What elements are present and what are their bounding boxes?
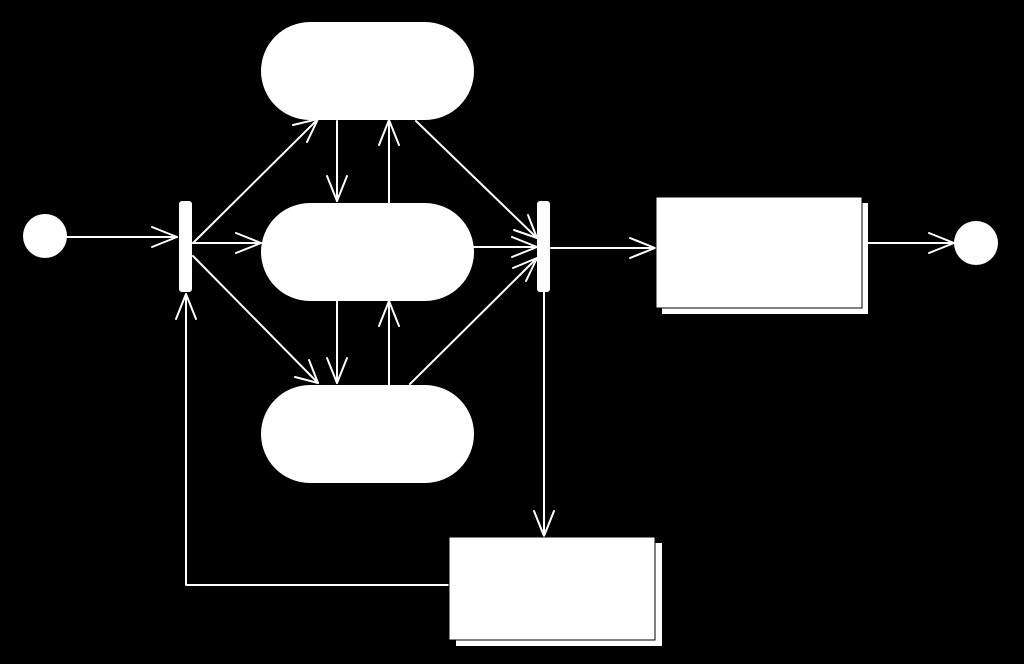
activity-node-bottom bbox=[261, 385, 474, 483]
object-box-right bbox=[655, 196, 868, 314]
join-bar bbox=[537, 201, 550, 292]
edge-join-to-box-right bbox=[550, 237, 656, 259]
activity-node-top bbox=[261, 22, 474, 120]
edge-activity-middle-to-activity-bottom bbox=[326, 300, 348, 384]
activity-node-middle bbox=[261, 203, 474, 301]
edge-box-bottom-to-fork bbox=[175, 293, 451, 586]
edge-fork-to-activity-bottom bbox=[192, 255, 319, 384]
initial-node bbox=[23, 214, 67, 258]
object-box-bottom bbox=[448, 536, 662, 646]
fork-bar bbox=[179, 201, 192, 292]
edge-activity-middle-to-join bbox=[473, 236, 538, 258]
edge-box-right-to-final bbox=[867, 232, 955, 254]
edge-join-to-box-bottom bbox=[533, 291, 555, 537]
edge-activity-top-to-activity-middle bbox=[326, 120, 348, 202]
edge-fork-to-activity-middle bbox=[192, 232, 262, 254]
edge-activity-bottom-to-activity-middle bbox=[378, 300, 400, 386]
final-node bbox=[954, 221, 998, 265]
edge-activity-middle-to-activity-top bbox=[378, 119, 400, 204]
edge-initial-to-fork bbox=[66, 226, 178, 248]
